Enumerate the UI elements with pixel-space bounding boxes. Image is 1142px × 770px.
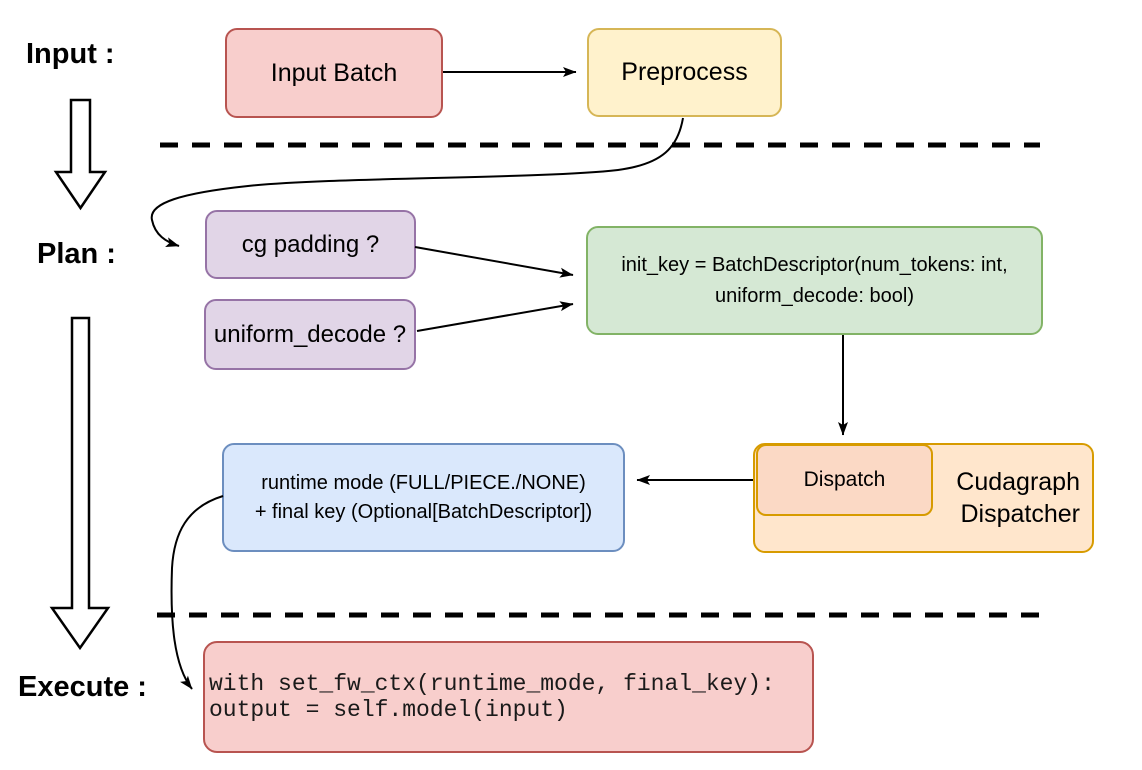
- execute-code-line1: with set_fw_ctx(runtime_mode, final_key)…: [209, 670, 775, 697]
- preprocess-node: Preprocess: [587, 28, 782, 117]
- edge-cgpadding-to-initkey: [414, 246, 574, 278]
- dispatch-label: Dispatch: [803, 468, 886, 492]
- init-key-label-line1: init_key = BatchDescriptor(num_tokens: i…: [621, 253, 1008, 276]
- init-key-label-line2: uniform_decode: bool): [714, 284, 914, 307]
- runtime-mode-label-line1: runtime mode (FULL/PIECE./NONE): [261, 471, 586, 494]
- runtime-mode-label-line2: + final key (Optional[BatchDescriptor]): [254, 500, 593, 523]
- preprocess-label: Preprocess: [621, 58, 748, 87]
- dispatch-node: Dispatch: [756, 444, 933, 516]
- cg-padding-label: cg padding ?: [241, 230, 380, 258]
- phase-label-plan: Plan :: [37, 238, 116, 270]
- execute-code-line2: output = self.model(input): [209, 697, 568, 723]
- plan-to-execute-arrow: [49, 316, 111, 651]
- uniform-decode-label: uniform_decode ?: [213, 320, 407, 348]
- edge-uniformdecode-to-initkey: [416, 301, 574, 332]
- uniform-decode-node: uniform_decode ?: [204, 299, 416, 370]
- phase-label-execute: Execute :: [18, 671, 147, 703]
- runtime-mode-node: runtime mode (FULL/PIECE./NONE) + final …: [222, 443, 625, 552]
- execute-code-node: with set_fw_ctx(runtime_mode, final_key)…: [203, 641, 814, 753]
- input-batch-label: Input Batch: [270, 58, 398, 87]
- input-batch-node: Input Batch: [225, 28, 443, 118]
- cudagraph-dispatcher-label-line2: Dispatcher: [960, 500, 1081, 528]
- cg-padding-node: cg padding ?: [205, 210, 416, 279]
- phase-label-input: Input :: [26, 38, 115, 70]
- input-to-plan-arrow: [53, 98, 108, 211]
- init-key-node: init_key = BatchDescriptor(num_tokens: i…: [586, 226, 1043, 335]
- cudagraph-dispatcher-label-line1: Cudagraph: [956, 467, 1080, 496]
